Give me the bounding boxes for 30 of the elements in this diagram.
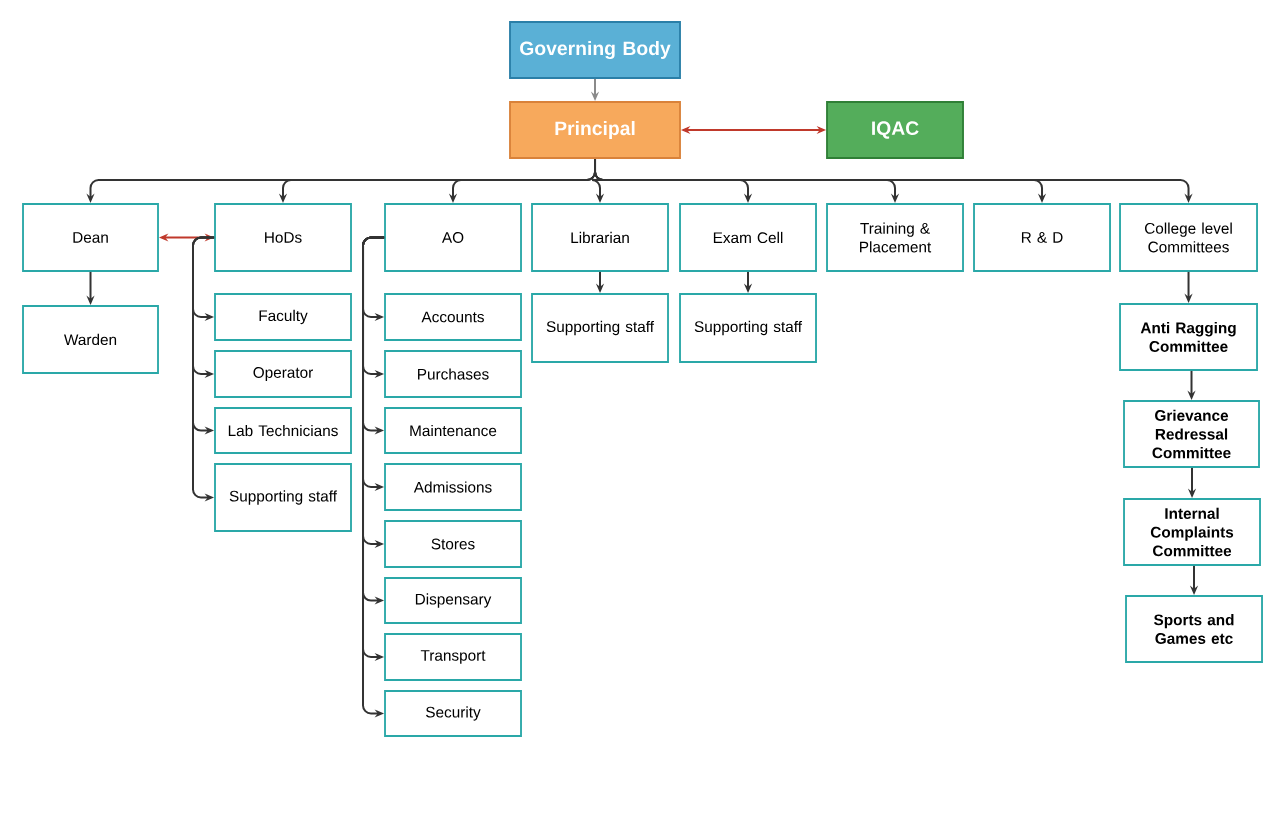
org-box: Internal Complaints Committee bbox=[1123, 498, 1261, 566]
org-box: AO bbox=[384, 203, 522, 272]
org-box: Operator bbox=[214, 350, 352, 398]
org-box: Supporting staff bbox=[531, 293, 669, 363]
org-box: Sports and Games etc bbox=[1125, 595, 1263, 663]
org-box: Supporting staff bbox=[679, 293, 817, 363]
org-box: Librarian bbox=[531, 203, 669, 272]
org-box: Purchases bbox=[384, 350, 522, 398]
org-box: Maintenance bbox=[384, 407, 522, 454]
org-box: R & D bbox=[973, 203, 1111, 272]
org-box: Dean bbox=[22, 203, 159, 272]
org-box: Lab Technicians bbox=[214, 407, 352, 454]
org-box: Training & Placement bbox=[826, 203, 964, 272]
org-box: Accounts bbox=[384, 293, 522, 341]
header-box: Governing Body bbox=[509, 21, 681, 79]
header-box: IQAC bbox=[826, 101, 964, 159]
org-box: Warden bbox=[22, 305, 159, 374]
org-box: HoDs bbox=[214, 203, 352, 272]
org-box: Grievance Redressal Committee bbox=[1123, 400, 1260, 468]
org-box: Dispensary bbox=[384, 577, 522, 624]
org-box: Admissions bbox=[384, 463, 522, 511]
org-box: Security bbox=[384, 690, 522, 737]
org-box: College level Committees bbox=[1119, 203, 1258, 272]
org-box: Faculty bbox=[214, 293, 352, 341]
org-box: Transport bbox=[384, 633, 522, 681]
header-box: Principal bbox=[509, 101, 681, 159]
org-box: Stores bbox=[384, 520, 522, 568]
org-box: Supporting staff bbox=[214, 463, 352, 532]
org-box: Anti Ragging Committee bbox=[1119, 303, 1258, 371]
org-box: Exam Cell bbox=[679, 203, 817, 272]
